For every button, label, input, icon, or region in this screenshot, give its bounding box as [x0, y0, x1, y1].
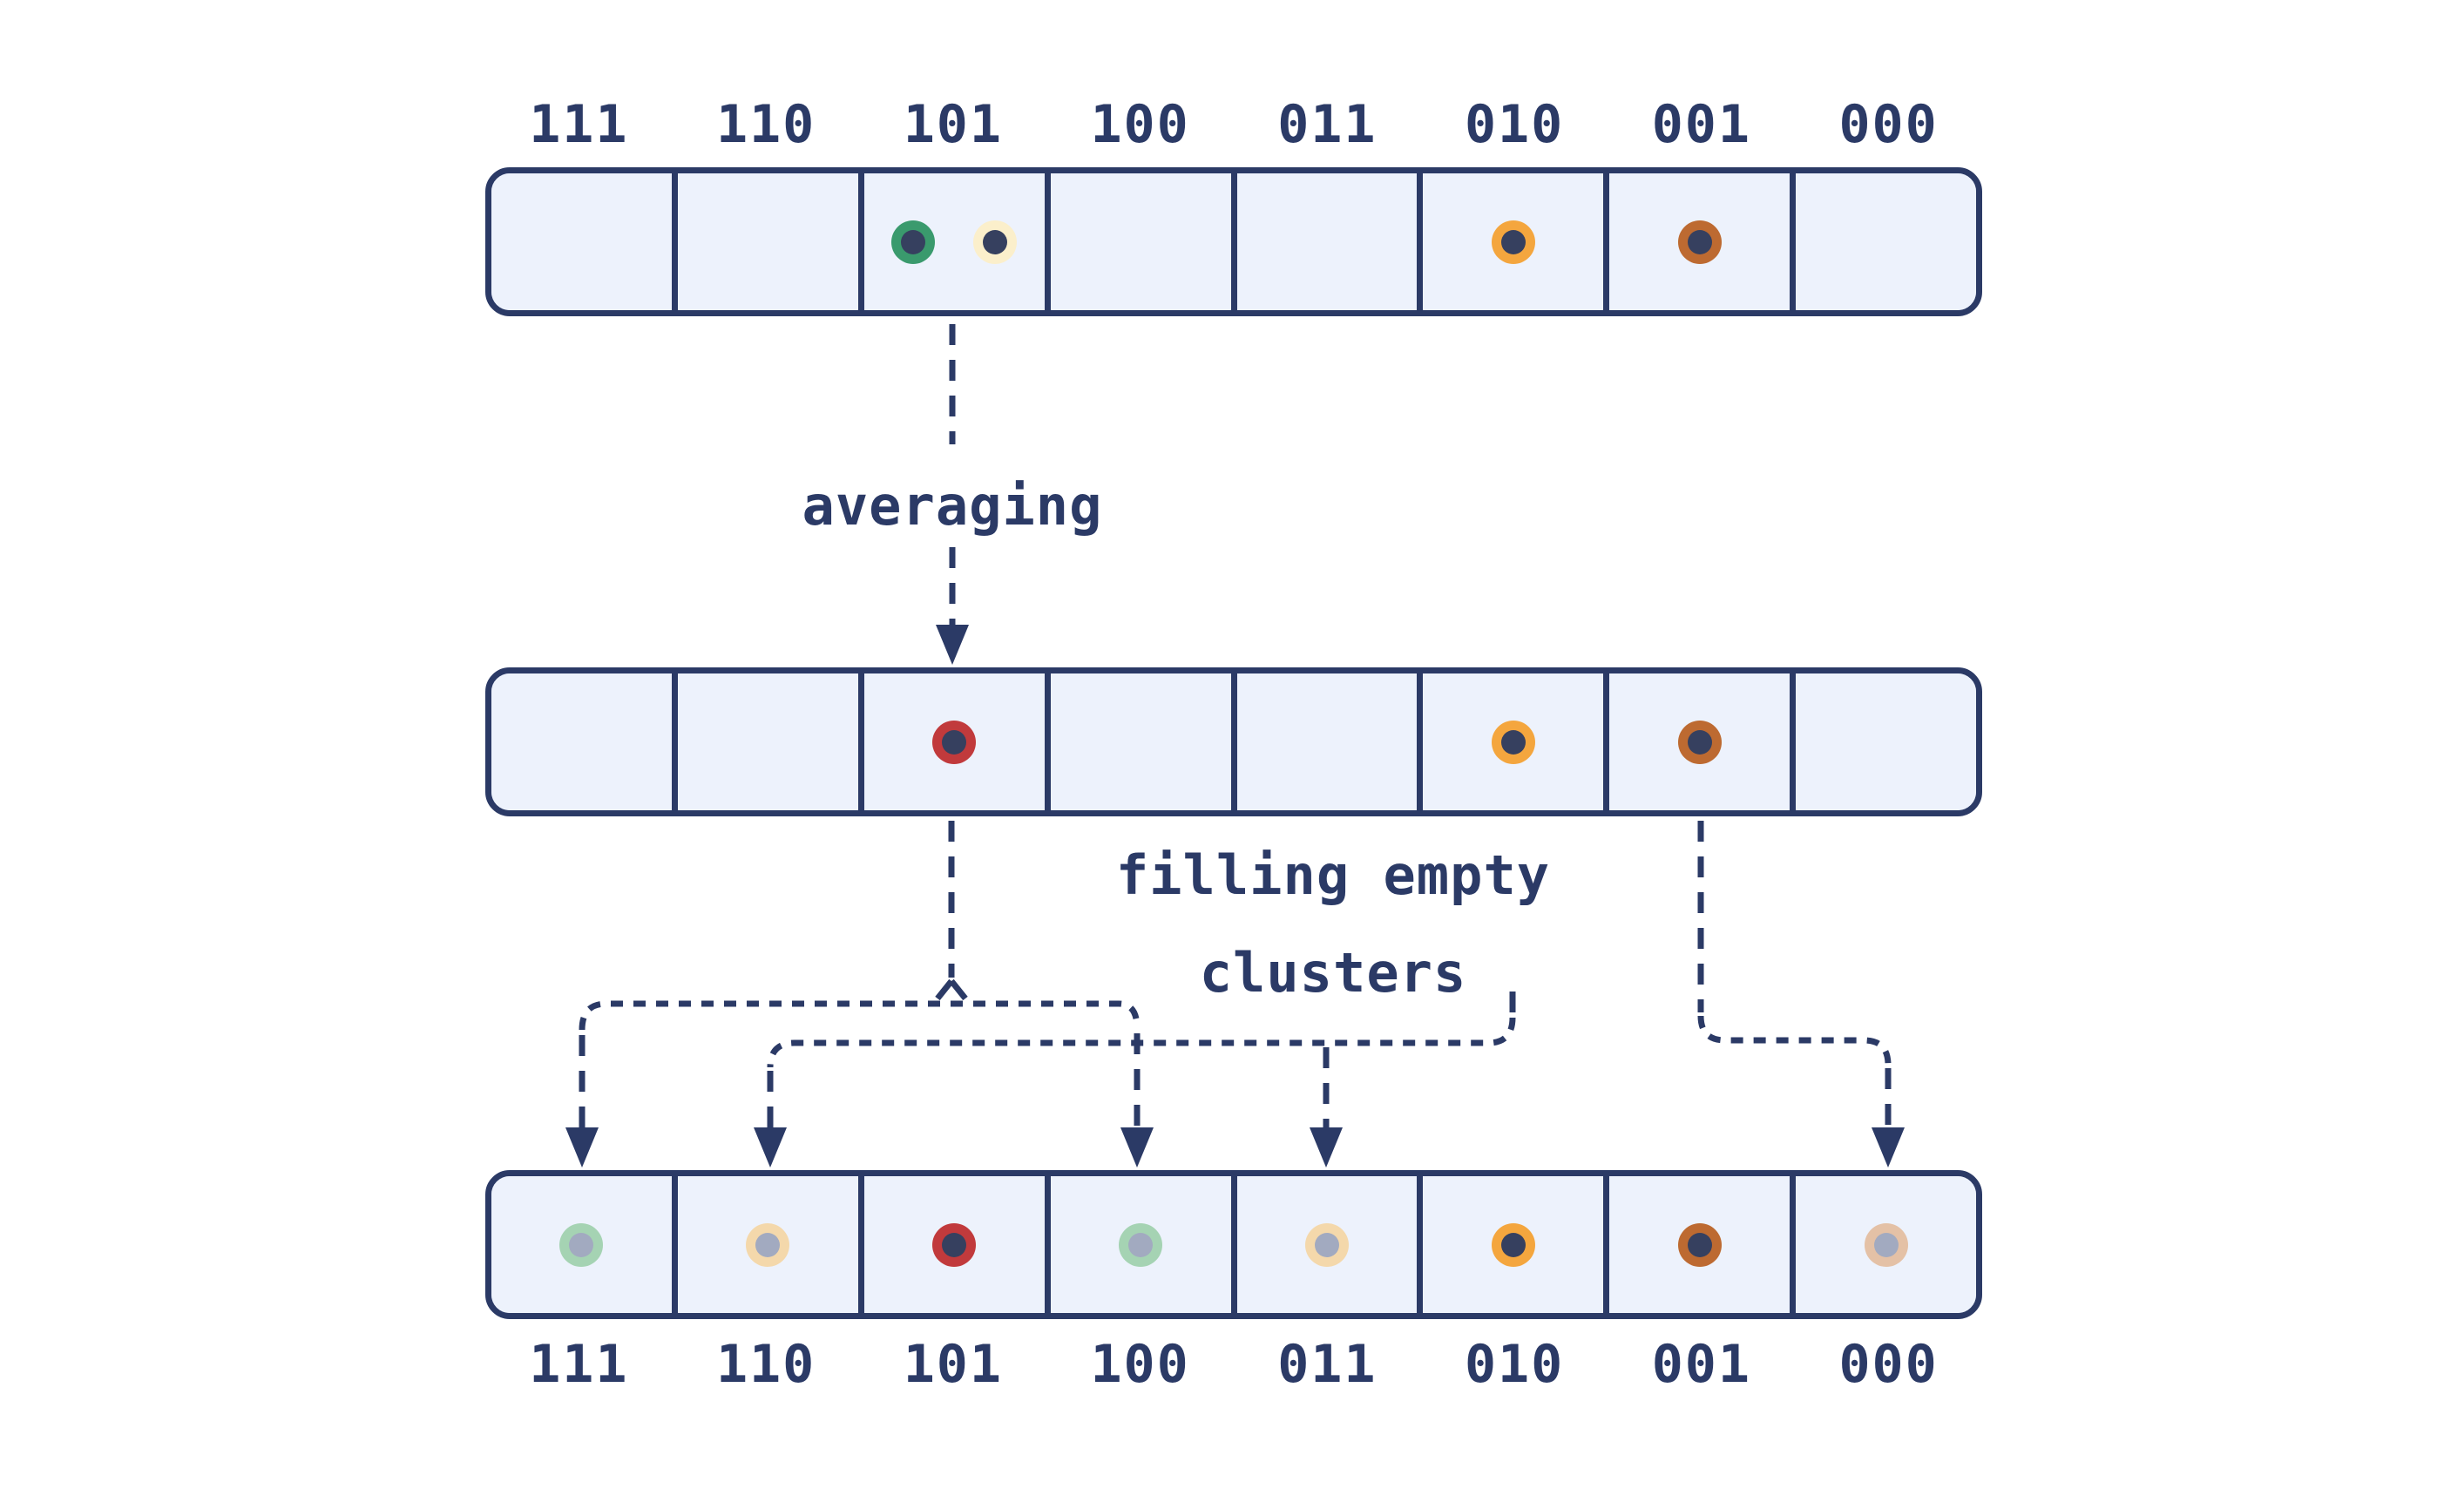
cluster-dot-top-010-orange [1491, 220, 1535, 264]
cell-middle-110 [671, 673, 858, 810]
cluster-dot-core [569, 1232, 594, 1257]
cluster-dot-core [983, 229, 1008, 254]
column-labels-top: 111 110 101 100 011 010 001 000 [485, 85, 1982, 164]
column-label-top-110: 110 [715, 94, 816, 155]
averaging-label: averaging [802, 474, 1103, 538]
cell-middle-111 [491, 673, 672, 810]
cell-middle-011 [1230, 673, 1418, 810]
cluster-dot-top-101-cream [973, 220, 1018, 264]
column-label-bottom-011: 011 [1277, 1334, 1378, 1395]
cluster-dot-core [901, 229, 926, 254]
arrowhead-100 [1120, 1127, 1154, 1168]
arrow-010-horizontal [767, 1017, 1516, 1068]
column-label-bottom-000: 000 [1838, 1334, 1939, 1395]
cell-top-111 [491, 173, 672, 310]
column-label-bottom-010: 010 [1464, 1334, 1565, 1395]
column-labels-bottom: 111 110 101 100 011 010 001 000 [485, 1325, 1982, 1404]
column-label-top-001: 001 [1651, 94, 1752, 155]
column-label-bottom-101: 101 [903, 1334, 1004, 1395]
column-label-top-011: 011 [1277, 94, 1378, 155]
arrow-101-split [935, 978, 968, 1001]
cluster-dot-middle-001-rust [1677, 720, 1722, 764]
cluster-dot-core [1500, 1232, 1526, 1257]
cell-middle-001 [1603, 673, 1790, 810]
cell-top-110 [671, 173, 858, 310]
cluster-dot-middle-101-red [932, 720, 977, 764]
cell-middle-000 [1790, 673, 1976, 810]
cell-top-100 [1044, 173, 1231, 310]
cell-middle-010 [1417, 673, 1604, 810]
cluster-dot-core [1873, 1232, 1899, 1257]
column-label-top-101: 101 [903, 94, 1004, 155]
cluster-dot-bottom-110-fadedCream [746, 1222, 790, 1267]
cell-top-000 [1790, 173, 1976, 310]
cell-top-011 [1230, 173, 1418, 310]
cluster-dot-core [942, 729, 967, 755]
arrowhead-111 [565, 1127, 599, 1168]
cell-top-001 [1603, 173, 1790, 310]
cluster-dot-bottom-000-fadedRust [1864, 1222, 1908, 1267]
arrowhead-000 [1872, 1127, 1905, 1168]
cluster-dot-core [1500, 729, 1526, 755]
cluster-dot-bottom-010-orange [1491, 1222, 1535, 1267]
filling-label-line1: filling empty [1115, 843, 1551, 907]
cluster-dot-top-001-rust [1677, 220, 1722, 264]
cluster-dot-core [1687, 229, 1712, 254]
arrow-001-horizontal [1697, 1015, 1892, 1066]
column-label-top-010: 010 [1464, 94, 1565, 155]
cell-middle-100 [1044, 673, 1231, 810]
cell-bottom-010 [1417, 1176, 1604, 1313]
arrowhead-averaging [936, 625, 969, 665]
filling-label-line2: clusters [1199, 941, 1467, 1005]
cell-bottom-110 [671, 1176, 858, 1313]
column-label-top-000: 000 [1838, 94, 1939, 155]
cluster-dot-core [1500, 229, 1526, 254]
cluster-dot-core [755, 1232, 781, 1257]
cell-top-010 [1417, 173, 1604, 310]
cluster-dot-core [1314, 1232, 1339, 1257]
cell-bottom-000 [1790, 1176, 1976, 1313]
cell-bottom-001 [1603, 1176, 1790, 1313]
cluster-dot-core [1687, 729, 1712, 755]
cluster-row-middle [485, 667, 1982, 816]
cluster-dot-bottom-001-rust [1677, 1222, 1722, 1267]
arrowhead-110 [754, 1127, 787, 1168]
filling-clusters-label: filling empty clusters [1028, 827, 1638, 1022]
cell-bottom-011 [1230, 1176, 1418, 1313]
cluster-dot-core [942, 1232, 967, 1257]
column-label-bottom-110: 110 [715, 1334, 816, 1395]
cluster-dot-bottom-100-fadedGreen [1119, 1222, 1163, 1267]
cell-bottom-100 [1044, 1176, 1231, 1313]
cluster-dot-bottom-111-fadedGreen [559, 1222, 604, 1267]
cluster-dot-bottom-101-red [932, 1222, 977, 1267]
column-label-bottom-111: 111 [529, 1334, 629, 1395]
cell-middle-101 [857, 673, 1045, 810]
column-label-bottom-100: 100 [1090, 1334, 1190, 1395]
cluster-dot-top-101-green [891, 220, 936, 264]
cluster-dot-core [1687, 1232, 1712, 1257]
cell-bottom-101 [857, 1176, 1045, 1313]
column-label-top-100: 100 [1090, 94, 1190, 155]
arrowhead-011 [1310, 1127, 1343, 1168]
column-label-bottom-001: 001 [1651, 1334, 1752, 1395]
column-label-top-111: 111 [529, 94, 629, 155]
cluster-dot-bottom-011-fadedCream [1304, 1222, 1349, 1267]
cluster-row-bottom [485, 1170, 1982, 1319]
cell-top-101 [857, 173, 1045, 310]
cluster-row-top [485, 167, 1982, 316]
cluster-dot-core [1128, 1232, 1154, 1257]
cell-bottom-111 [491, 1176, 672, 1313]
cluster-dot-middle-010-orange [1491, 720, 1535, 764]
